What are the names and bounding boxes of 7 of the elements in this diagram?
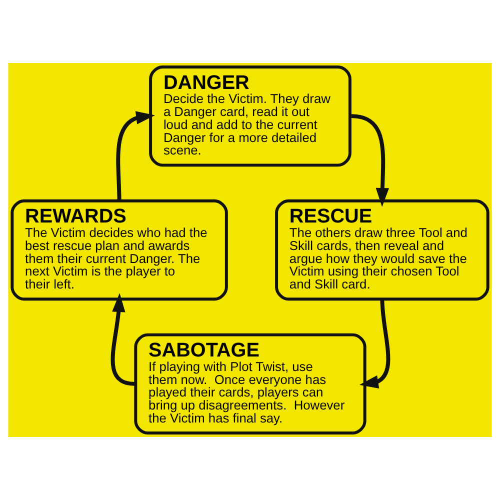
node-box: REWARDS The Victim decides who had the best rescue plan and awards them their current Danger. The next Victim is the player to their left.	[10, 199, 228, 301]
node-box: DANGER Decide the Victim. They draw a Danger card, read it out loud and add to the current Danger for a more detailed scene.	[149, 65, 352, 167]
node-box: RESCUE The others draw three Tool and Skill cards, then reveal and argue how they would save the Victim using their chosen Tool and Skill card.	[275, 199, 490, 301]
arrow	[116, 111, 156, 201]
arrow	[351, 114, 390, 207]
node-box: SABOTAGE If playing with Plot Twist, use them now. Once everyone has played their cards, players can bring up disagreements. However the Victim has final say.	[134, 333, 366, 435]
arrow	[359, 299, 390, 388]
